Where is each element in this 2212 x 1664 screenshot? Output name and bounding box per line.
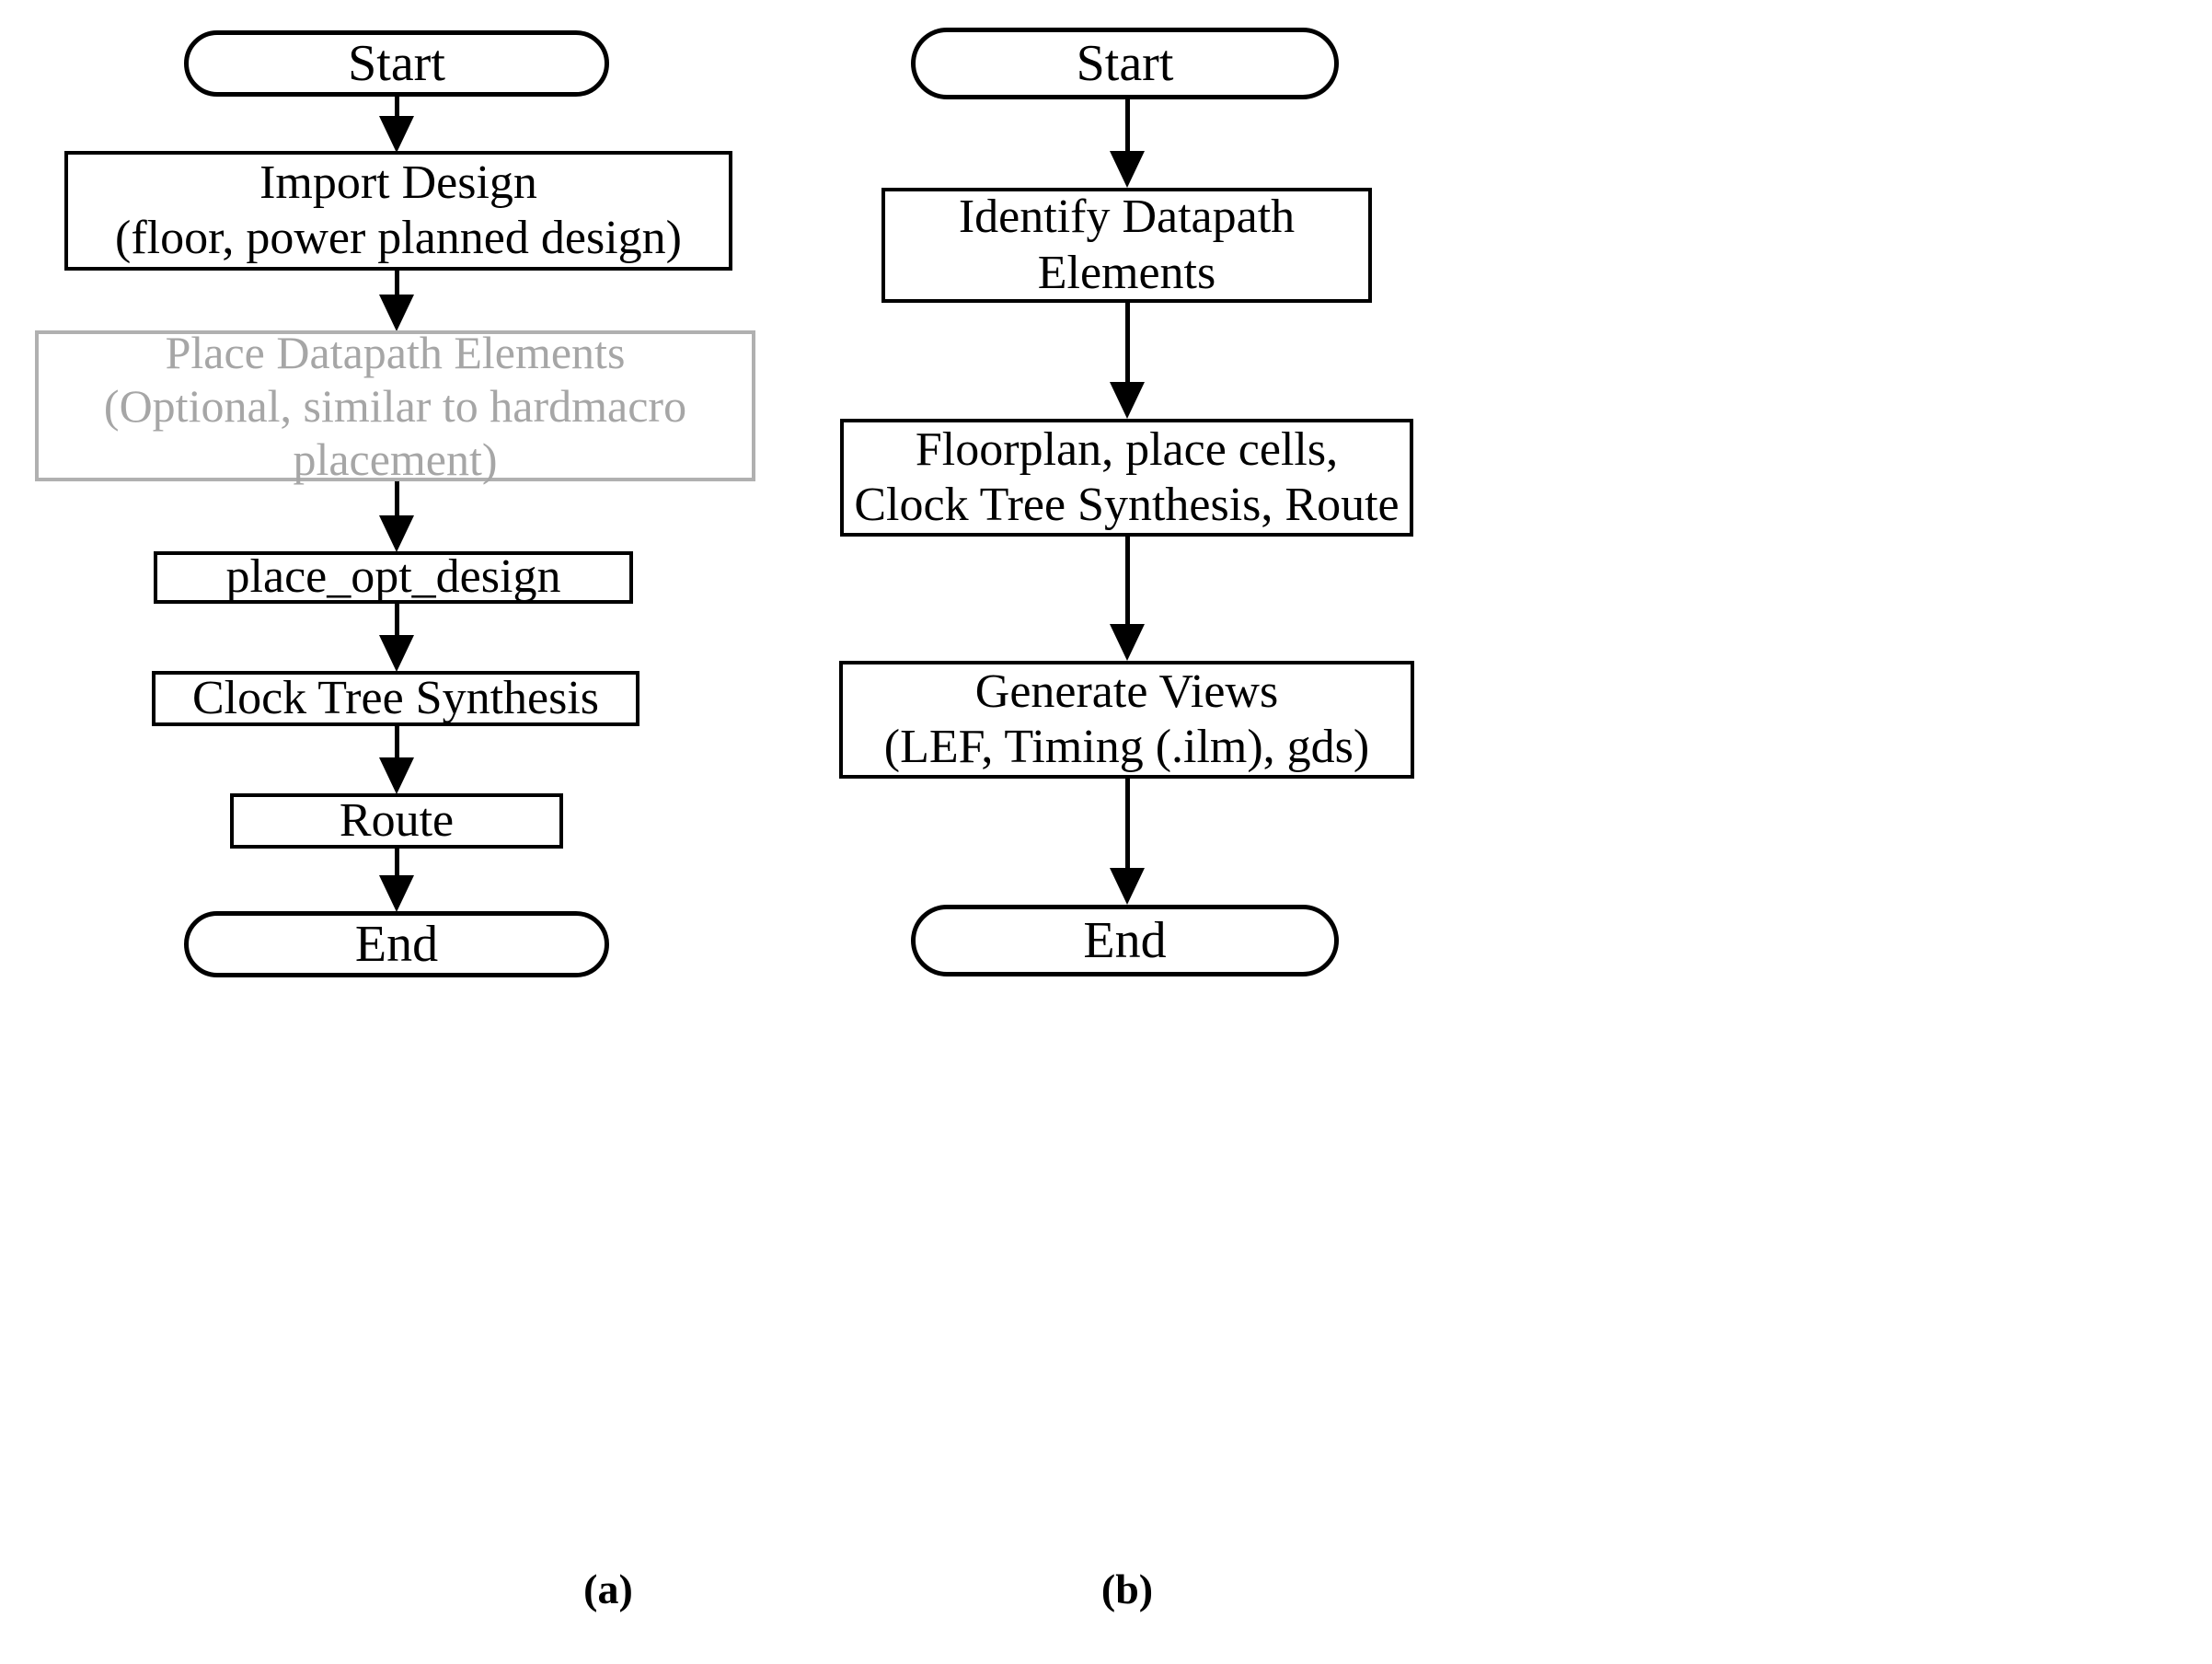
arrow-head-icon [379,295,414,331]
node-a-route[interactable]: Route [230,793,563,849]
node-a-start[interactable]: Start [184,30,609,97]
edge-stem [394,849,399,875]
arrow-head-icon [1110,151,1145,188]
edge-stem [394,271,399,295]
edge-stem [394,726,399,757]
edge-b-generate-views-to-end [1109,779,1146,905]
arrow-head-icon [1110,382,1145,419]
node-b-floorplan-place-cts-route[interactable]: Floorplan, place cells, Clock Tree Synth… [840,419,1413,537]
arrow-head-icon [379,635,414,672]
node-label: End [1083,911,1167,969]
node-label: Identify Datapath Elements [958,191,1296,299]
node-label: place_opt_design [225,550,561,604]
node-b-start[interactable]: Start [911,28,1339,99]
arrow-head-icon [379,116,414,153]
edge-stem [394,97,399,116]
panel-b-caption: (b) [1100,1566,1154,1612]
flowchart-panel-b: Start Identify Datapath Elements Floorpl… [839,0,2212,1664]
node-a-place-datapath-elements-optional[interactable]: Place Datapath Elements (Optional, simil… [35,327,755,485]
flowchart-panel-a: Start Import Design (floor, power planne… [35,30,755,1612]
node-label: Generate Views (LEF, Timing (.ilm), gds) [883,664,1370,773]
node-label: End [354,915,439,973]
node-a-place-opt-design[interactable]: place_opt_design [154,550,633,604]
edge-stem [1124,779,1130,868]
arrow-head-icon [379,515,414,552]
edge-a-place-opt-to-cts [378,604,415,672]
node-label: Route [339,793,455,847]
edge-b-identify-to-floorplan [1109,303,1146,419]
edge-a-start-to-import [378,97,415,153]
node-label: Place Datapath Elements (Optional, simil… [103,327,687,485]
arrow-head-icon [1110,868,1145,905]
arrow-head-icon [379,875,414,912]
panel-a-caption: (a) [583,1566,633,1612]
node-label: Import Design (floor, power planned desi… [115,156,682,264]
edge-b-start-to-identify [1109,99,1146,188]
node-b-identify-datapath-elements[interactable]: Identify Datapath Elements [881,188,1372,303]
edge-stem [394,481,399,515]
node-label: Clock Tree Synthesis [191,671,600,724]
node-label: Start [348,34,445,92]
node-b-end[interactable]: End [911,905,1339,976]
edge-stem [394,604,399,635]
edge-stem [1124,99,1130,151]
edge-a-import-to-optional [378,271,415,331]
edge-stem [1124,303,1130,382]
edge-a-cts-to-route [378,726,415,794]
arrow-head-icon [1110,624,1145,661]
node-b-generate-views[interactable]: Generate Views (LEF, Timing (.ilm), gds) [839,661,1414,779]
edge-stem [1124,537,1130,624]
node-label: Start [1076,34,1174,92]
node-a-end[interactable]: End [184,911,609,977]
arrow-head-icon [379,757,414,794]
node-a-import-design[interactable]: Import Design (floor, power planned desi… [64,151,732,271]
edge-a-route-to-end [378,849,415,912]
node-a-clock-tree-synthesis[interactable]: Clock Tree Synthesis [152,671,639,726]
node-label: Floorplan, place cells, Clock Tree Synth… [854,422,1400,531]
edge-a-optional-to-place-opt [378,481,415,552]
edge-b-floorplan-to-generate-views [1109,537,1146,661]
